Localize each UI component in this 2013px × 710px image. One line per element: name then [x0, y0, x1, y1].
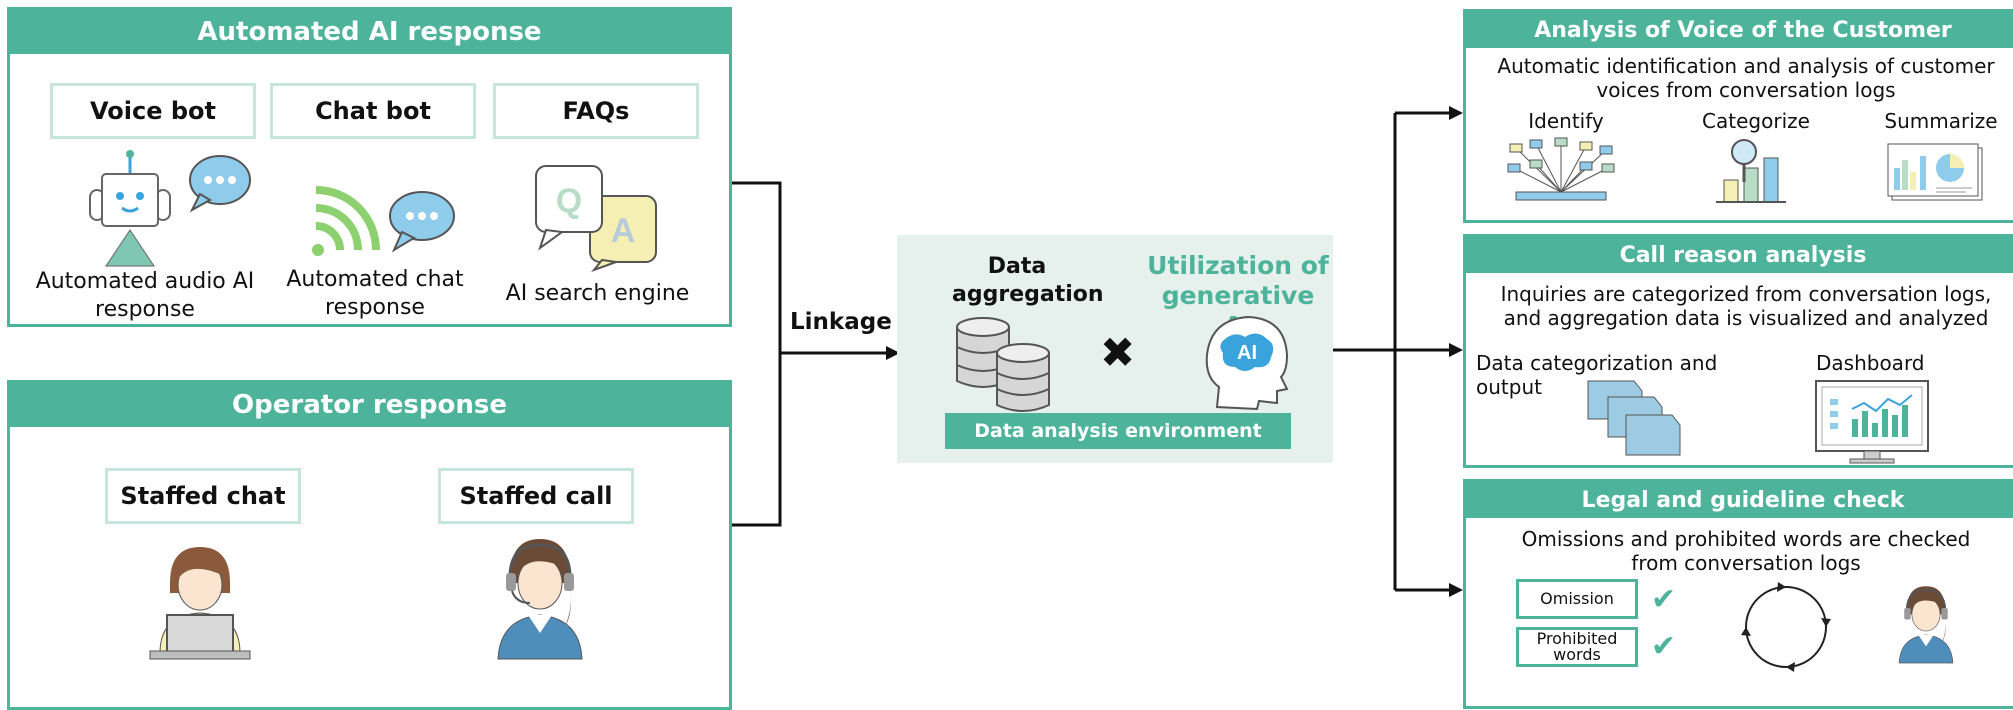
robot-icon: [89, 150, 251, 267]
operator-panel: Operator response Staffed chat Staffed c…: [7, 380, 732, 710]
faq-q-letter: Q: [556, 182, 582, 220]
automated-ai-panel: Automated AI response Voice bot Chat bot…: [7, 7, 732, 327]
operator-title: Operator response: [10, 383, 729, 427]
call-reason-description: Inquiries are categorized from conversat…: [1500, 282, 1992, 330]
data-analysis-environment: Data aggregation ✖ Utilization of genera…: [897, 235, 1333, 463]
data-cards-icon: [1587, 380, 1681, 456]
linkage-connector: [732, 106, 1463, 597]
voc-title: Analysis of Voice of the Customer: [1466, 12, 2013, 48]
faqs-label: FAQs: [493, 83, 699, 139]
dashboard-icon: [1815, 380, 1929, 464]
dashboard-label: Dashboard: [1816, 351, 1925, 375]
faq-caption: AI search engine: [505, 281, 690, 306]
qa-bubbles-icon: A Q: [535, 165, 657, 273]
voc-step-identify: Identify: [1528, 109, 1604, 133]
identify-icon: [1507, 137, 1615, 201]
chat-signal-icon: [312, 186, 455, 256]
faq-a-letter: A: [611, 212, 636, 250]
data-aggregation-label: Data aggregation: [952, 254, 1104, 307]
cross-icon: ✖: [1100, 328, 1136, 377]
summarize-icon: [1887, 143, 1983, 201]
linkage-label: Linkage: [790, 309, 892, 335]
operator-headset-icon: [497, 539, 583, 660]
data-categorization-label: Data categorization and output: [1476, 351, 1718, 399]
legal-title: Legal and guideline check: [1466, 482, 2013, 518]
automated-ai-title: Automated AI response: [10, 10, 729, 54]
legal-panel: Legal and guideline check Omissions and …: [1463, 479, 2013, 709]
staffed-call-label: Staffed call: [438, 468, 634, 524]
omission-check-icon: ✔: [1651, 582, 1677, 617]
person-laptop-icon: [149, 547, 251, 660]
voc-description: Automatic identification and analysis of…: [1497, 54, 1995, 102]
database-icon: [956, 317, 1050, 412]
prohibited-check-icon: ✔: [1651, 629, 1677, 664]
voc-step-categorize: Categorize: [1702, 109, 1810, 133]
omission-box: Omission: [1516, 579, 1638, 619]
voice-bot-caption: Automated audio AI response: [35, 269, 255, 322]
ai-badge-text: AI: [1237, 342, 1257, 364]
voc-panel: Analysis of Voice of the Customer Automa…: [1463, 9, 2013, 223]
ai-head-icon: AI: [1205, 315, 1289, 411]
prohibited-words-box: Prohibited words: [1516, 627, 1638, 667]
call-reason-panel: Call reason analysis Inquiries are categ…: [1463, 234, 2013, 468]
environment-label: Data analysis environment: [945, 413, 1291, 449]
categorize-icon: [1716, 139, 1786, 203]
staffed-chat-label: Staffed chat: [105, 468, 301, 524]
legal-operator-icon: [1898, 586, 1954, 664]
voice-bot-label: Voice bot: [50, 83, 256, 139]
legal-description: Omissions and prohibited words are check…: [1521, 527, 1971, 575]
chat-bot-label: Chat bot: [270, 83, 476, 139]
voc-step-summarize: Summarize: [1884, 109, 1998, 133]
call-reason-title: Call reason analysis: [1466, 237, 2013, 273]
cycle-arrows-icon: [1741, 582, 1831, 672]
chat-bot-caption: Automated chat response: [286, 267, 464, 320]
